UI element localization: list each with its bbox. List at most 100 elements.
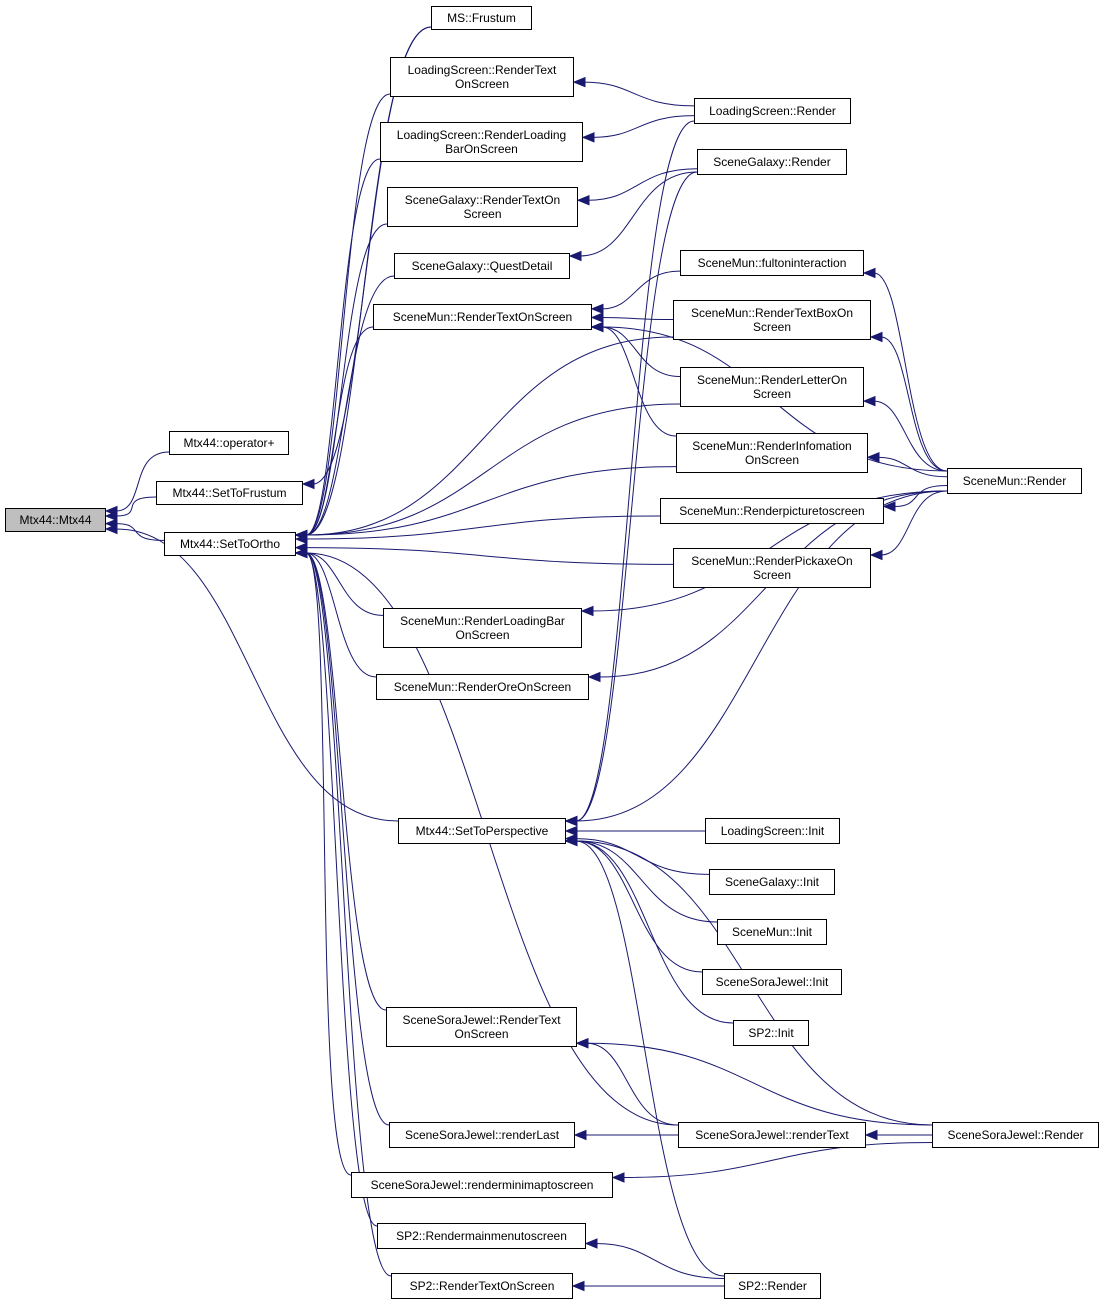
node-scenesorajewel-rendertext[interactable]: SceneSoraJewel::renderText (678, 1122, 866, 1148)
arrowhead-mtx44-set_frustum (104, 510, 118, 522)
edge-sm_rtos-sm_rinfo (601, 326, 677, 437)
edge-set_persp-sm_render (575, 490, 948, 822)
node-sp2-render[interactable]: SP2::Render (724, 1273, 821, 1299)
node-scenemun-renderpickaxeonscreen[interactable]: SceneMun::RenderPickaxeOn Screen (673, 548, 871, 588)
node-mtx44-settofrustum[interactable]: Mtx44::SetToFrustum (156, 481, 303, 505)
node-ms-frustum[interactable]: MS::Frustum (431, 6, 532, 30)
edge-set_persp-sp2_render (575, 840, 725, 1277)
edge-set_ortho-ms_frustum (305, 26, 432, 536)
edge-set_ortho-ssj_rmini (305, 552, 352, 1176)
node-scenegalaxy-questdetail[interactable]: SceneGalaxy::QuestDetail (394, 253, 570, 279)
node-scenegalaxy-rendertextonscreen[interactable]: SceneGalaxy::RenderTextOn Screen (387, 187, 578, 227)
arrowhead-sg_qd-sg_render (568, 250, 582, 262)
edge-set_persp-sg_render (575, 171, 698, 822)
node-scenegalaxy-init[interactable]: SceneGalaxy::Init (709, 869, 835, 895)
edge-set_ortho-ls_rto (305, 93, 391, 536)
node-loadingscreen-render[interactable]: LoadingScreen::Render (694, 98, 851, 124)
edge-sm_rtos-sm_rletter (601, 326, 681, 377)
arrowhead-sp2_rmain-sp2_render (584, 1238, 598, 1249)
arrowhead-sp2_rtos-sp2_render (571, 1280, 585, 1292)
edge-set_ortho-ls_rlbos (305, 158, 381, 536)
edge-set_ortho-sg_qd (305, 275, 395, 536)
edge-set_persp-sp2_init (575, 840, 734, 1024)
arrowhead-sm_rtbos-sm_render (869, 331, 883, 343)
arrowhead-sm_rpic-sm_render (882, 501, 896, 512)
edge-set_ortho-sm_rinfo (305, 466, 677, 536)
edge-ssj_rto-ssj_render (586, 1042, 933, 1126)
node-scenesorajewel-renderminimaptoscreen[interactable]: SceneSoraJewel::renderminimaptoscreen (351, 1172, 613, 1198)
edge-set_ortho-sm_rore (305, 552, 377, 678)
arrowhead-sm_rlbos-sm_render (580, 605, 594, 617)
node-mtx44-mtx44: Mtx44::Mtx44 (5, 508, 106, 532)
edge-mtx44-set_frustum (115, 496, 157, 517)
arrowhead-ssj_rlast-ssj_render (573, 1129, 587, 1141)
edge-sm_rletter-sm_render (873, 400, 948, 472)
arrowhead-sm_rpick-sm_render (869, 549, 883, 561)
edge-ls_rto-ls_render (583, 81, 695, 107)
edge-mtx44-set_persp (115, 528, 399, 822)
node-scenesorajewel-init[interactable]: SceneSoraJewel::Init (702, 969, 842, 995)
edge-sm_rpick-sm_render (880, 490, 948, 556)
node-loadingscreen-rendertextonscreen[interactable]: LoadingScreen::RenderText OnScreen (390, 57, 574, 97)
edge-sm_fulton-sm_render (873, 272, 948, 472)
node-sp2-init[interactable]: SP2::Init (733, 1020, 809, 1046)
arrowhead-sm_rtos-sm_render (590, 321, 604, 333)
node-loadingscreen-renderloadingbaronscreen[interactable]: LoadingScreen::RenderLoading BarOnScreen (380, 122, 583, 162)
edge-sm_rtos-sm_fulton (601, 270, 681, 310)
node-scenemun-renderpicturetoscreen[interactable]: SceneMun::Renderpicturetoscreen (660, 498, 884, 524)
arrowhead-ls_rlbos-ls_render (581, 132, 595, 143)
node-scenesorajewel-rendertextonscreen[interactable]: SceneSoraJewel::RenderText OnScreen (386, 1007, 577, 1047)
node-mtx44-settoortho[interactable]: Mtx44::SetToOrtho (164, 532, 296, 556)
edge-mtx44-op_plus (115, 451, 170, 512)
arrowhead-mtx44-set_persp (104, 523, 118, 535)
edge-sg_rto-sg_render (587, 168, 698, 201)
edge-sg_qd-sg_render (579, 171, 698, 257)
edge-set_persp-ssj_init (575, 840, 703, 973)
arrowhead-sm_rore-sm_render (587, 671, 601, 683)
edge-set_ortho-sm_rtbos (305, 336, 674, 536)
arrowhead-sg_rto-sg_render (576, 195, 590, 206)
edge-ssj_rmini-ssj_render (622, 1142, 933, 1178)
node-scenemun-init[interactable]: SceneMun::Init (717, 919, 827, 945)
arrowhead-ls_rto-ls_render (572, 76, 586, 88)
edge-set_ortho-sp2_rmain (305, 552, 378, 1227)
arrowhead-set_ortho-sp2_rtos (294, 547, 308, 559)
node-mtx44-operator-plus[interactable]: Mtx44::operator+ (169, 431, 289, 455)
node-scenemun-renderletteronscreen[interactable]: SceneMun::RenderLetterOn Screen (680, 367, 864, 407)
edge-set_ortho-ssj_rlast (305, 552, 390, 1126)
edge-set_ortho-sm_rletter (305, 403, 681, 536)
edge-set_ortho-sm_rlbos (305, 552, 384, 616)
node-scenemun-rendertextonscreen[interactable]: SceneMun::RenderTextOnScreen (373, 304, 592, 330)
arrowhead-ssj_rto-ssj_render (575, 1037, 589, 1049)
node-loadingscreen-init[interactable]: LoadingScreen::Init (705, 818, 840, 844)
node-sp2-rendermainmenutoscreen[interactable]: SP2::Rendermainmenutoscreen (377, 1223, 586, 1249)
edge-set_ortho-sg_rto (305, 223, 388, 536)
node-scenemun-renderloadingbaronscreen[interactable]: SceneMun::RenderLoadingBar OnScreen (383, 608, 582, 648)
arrowhead-sm_rinfo-sm_render (866, 451, 880, 463)
node-scenesorajewel-renderlast[interactable]: SceneSoraJewel::renderLast (389, 1122, 575, 1148)
edge-set_ortho-sm_rpic (305, 515, 661, 540)
arrowhead-set_frustum-ms_frustum (301, 478, 315, 490)
edge-set_ortho-sp2_rtos (305, 552, 392, 1277)
edge-sm_rinfo-sm_render (877, 456, 948, 478)
node-scenegalaxy-render[interactable]: SceneGalaxy::Render (697, 149, 847, 175)
node-scenesorajewel-render[interactable]: SceneSoraJewel::Render (932, 1122, 1099, 1148)
arrowhead-sm_rletter-sm_render (862, 395, 876, 407)
node-scenemun-rendertextboxonscreen[interactable]: SceneMun::RenderTextBoxOn Screen (673, 300, 871, 340)
arrowhead-set_ortho-sm_rpic (294, 533, 308, 545)
arrowhead-sm_fulton-sm_render (862, 267, 876, 279)
node-scenemun-renderoreonscreen[interactable]: SceneMun::RenderOreOnScreen (376, 674, 589, 700)
node-scenemun-render[interactable]: SceneMun::Render (947, 468, 1082, 494)
edge-set_persp-sm_init (575, 840, 718, 923)
arrowhead-set_persp-ls_init (564, 825, 578, 837)
node-sp2-rendertextonscreen[interactable]: SP2::RenderTextOnScreen (391, 1273, 573, 1299)
node-scenemun-fultoninteraction[interactable]: SceneMun::fultoninteraction (680, 250, 864, 276)
edge-sm_rpic-sm_render (893, 485, 948, 507)
node-mtx44-settoperspective[interactable]: Mtx44::SetToPerspective (398, 818, 566, 844)
arrowhead-set_persp-sp2_render (564, 835, 578, 847)
arrowhead-set_persp-sm_render (564, 815, 578, 827)
node-scenemun-renderinfomationonscreen[interactable]: SceneMun::RenderInfomation OnScreen (676, 433, 868, 473)
edge-ls_rlbos-ls_render (592, 115, 695, 138)
edge-mtx44-set_ortho (115, 523, 165, 541)
edge-set_persp-ls_render (575, 120, 695, 822)
